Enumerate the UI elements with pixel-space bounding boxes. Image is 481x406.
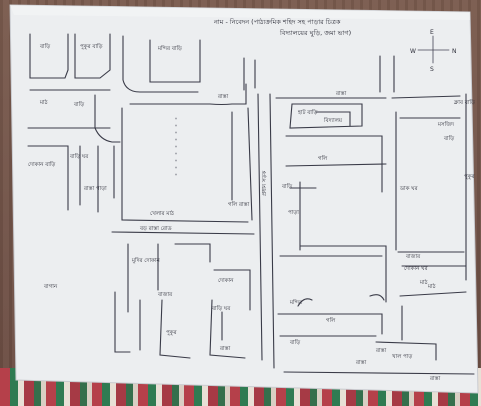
- paper-highlight: [10, 5, 470, 20]
- label-right-bottom-c: বাড়ি: [289, 339, 301, 346]
- compass-west: W: [410, 48, 416, 55]
- label-right-bottom-b: গলি: [326, 317, 336, 324]
- label-top-center-street: রাস্তা: [217, 94, 229, 100]
- map-labels: বাড়ি পুকুর বাড়ি মন্দির বাড়ি রাস্তা মা…: [28, 43, 476, 382]
- main-road: [243, 57, 275, 369]
- label-far-right-side: বাড়ি: [443, 135, 455, 142]
- label-right-bottom-a: মন্দির: [289, 299, 303, 306]
- label-top-mid-block: মন্দির বাড়ি: [157, 45, 183, 52]
- label-center-field: খেলার মাঠ: [150, 209, 175, 217]
- label-left-vertical-street: রাস্তা পাড়া: [83, 186, 107, 192]
- label-right-lower-b: দোকান ঘর: [404, 266, 429, 272]
- label-far-right-lower: মাঠ: [419, 278, 429, 286]
- label-center-bottom-d: বাড়ি ঘর: [211, 305, 231, 312]
- label-center-bottom-f: রাস্তা: [219, 346, 231, 352]
- compass-south: S: [430, 66, 434, 73]
- label-center-street-mid: গলি রাস্তা: [228, 201, 250, 208]
- label-left-side: দোকান বাড়ি: [28, 161, 56, 168]
- label-left-bottom: বাগান: [43, 284, 58, 290]
- label-right-mid-a: গলি: [318, 155, 328, 162]
- label-right-lower-c: মাঠ: [427, 282, 437, 290]
- label-right-mid-d: ডাক ঘর: [399, 186, 419, 192]
- label-right-bottom-street: রাস্তা: [355, 360, 367, 366]
- label-right-top-block: হাট বাড়ি: [297, 108, 318, 116]
- label-center-bottom-a: মুদির দোকান: [131, 257, 160, 264]
- label-top-left-block-2: পুকুর বাড়ি: [80, 43, 104, 50]
- label-right-bottom-d: রাস্তা: [375, 348, 387, 354]
- compass-north: N: [452, 48, 457, 55]
- label-right-far: ক্লাব বাড়ি: [453, 99, 476, 106]
- label-right-side: মসজিদ: [437, 121, 455, 128]
- map-title-line2: বিদ্যালয়ের ঘুড়ি, জমা ভাগ): [279, 29, 351, 37]
- label-right-mid-c: পাড়া: [288, 210, 299, 216]
- label-right-top-street: রাস্তা: [335, 91, 347, 97]
- compass-east: E: [430, 29, 434, 36]
- label-bottom-road: রাস্তা: [429, 376, 441, 382]
- label-left-block-b: বাড়ি: [73, 101, 85, 108]
- label-left-block-a: মাঠ: [39, 98, 49, 106]
- right-blocks: [275, 55, 475, 375]
- center-blocks: [111, 39, 255, 359]
- left-upper-blocks: [27, 33, 199, 213]
- label-center-bottom-e: পুকুর: [166, 330, 178, 336]
- label-right-mid-b: বাড়ি: [281, 183, 293, 190]
- map-title-line1: নাম - নিবেদন (পাঠ্যক্রমিক শহিদ সহ পাড়ার…: [213, 17, 341, 26]
- label-center-street-low: বড় রাস্তা রোড: [139, 226, 173, 232]
- label-center-bottom-c: বাজার: [157, 292, 173, 298]
- label-right-building: বিদ্যালয়: [323, 117, 343, 124]
- compass-rose: N W E S: [410, 29, 457, 73]
- label-right-lower-a: বাজার: [405, 254, 421, 260]
- label-top-left-block: বাড়ি: [39, 43, 51, 50]
- label-right-bottom-e: খাল পাড়: [392, 354, 413, 360]
- label-main-road: প্রধান সড়ক: [262, 170, 268, 196]
- label-center-bottom-b: দোকান: [218, 278, 234, 284]
- label-far-right-mid: পুকুর: [464, 174, 476, 180]
- label-left-mid-house: বাড়ি ঘর: [69, 153, 89, 160]
